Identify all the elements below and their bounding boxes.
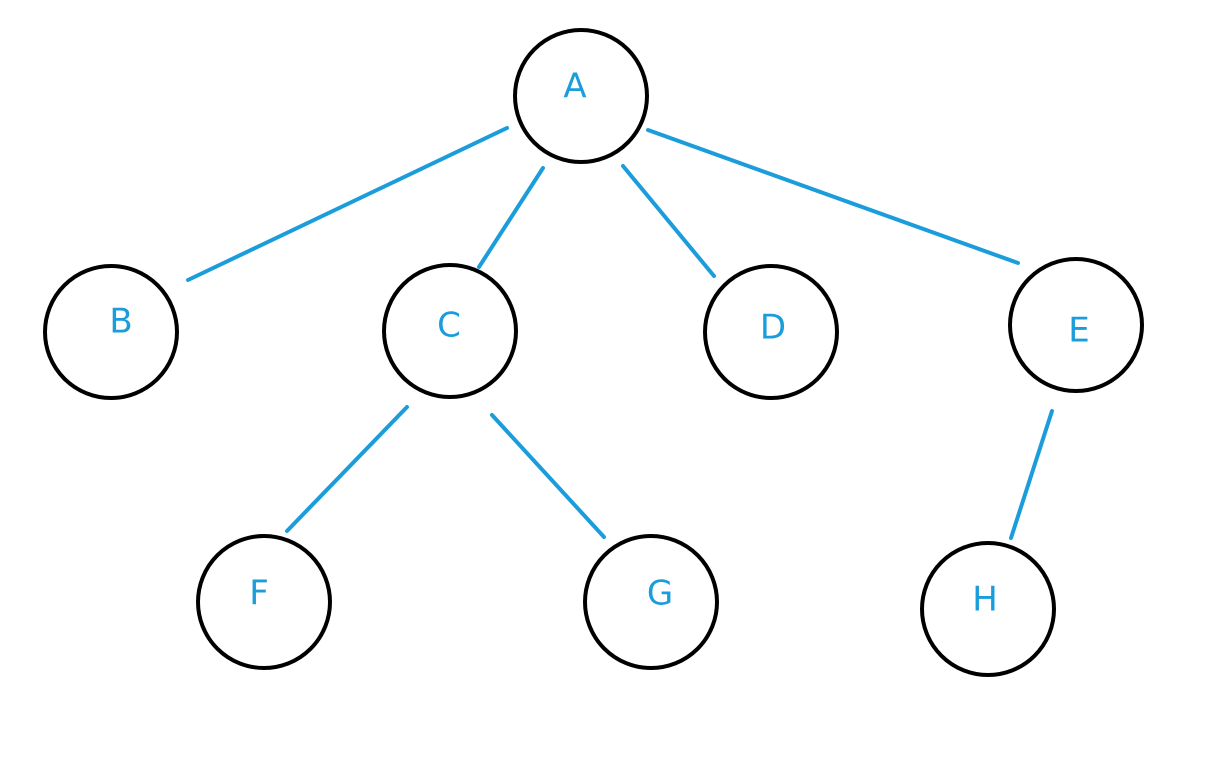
node-a: A bbox=[513, 28, 649, 164]
node-h: H bbox=[920, 541, 1056, 677]
node-f-label: F bbox=[249, 574, 269, 614]
node-a-label: A bbox=[563, 67, 586, 107]
edge-a-b bbox=[186, 126, 509, 282]
node-a-circle bbox=[513, 28, 649, 164]
node-g-circle bbox=[583, 534, 719, 670]
node-e-label: E bbox=[1068, 311, 1089, 351]
node-g: G bbox=[583, 534, 719, 670]
edge-a-d bbox=[621, 164, 716, 278]
edge-a-c bbox=[477, 166, 545, 269]
node-h-circle bbox=[920, 541, 1056, 677]
edge-c-g bbox=[490, 413, 606, 539]
node-e-circle bbox=[1008, 257, 1144, 393]
edges bbox=[186, 126, 1054, 540]
node-c: C bbox=[382, 263, 518, 399]
edge-a-e bbox=[646, 128, 1020, 265]
node-f-circle bbox=[196, 534, 332, 670]
node-b-label: B bbox=[109, 302, 132, 342]
node-h-label: H bbox=[972, 580, 998, 620]
node-c-circle bbox=[382, 263, 518, 399]
node-f: F bbox=[196, 534, 332, 670]
node-d: D bbox=[703, 264, 839, 400]
node-e: E bbox=[1008, 257, 1144, 393]
edge-c-f bbox=[285, 405, 409, 533]
node-d-label: D bbox=[760, 308, 786, 348]
edge-e-h bbox=[1009, 409, 1054, 540]
node-d-circle bbox=[703, 264, 839, 400]
node-g-label: G bbox=[647, 574, 673, 614]
node-b: B bbox=[43, 264, 179, 400]
node-c-label: C bbox=[437, 306, 461, 346]
node-b-circle bbox=[43, 264, 179, 400]
